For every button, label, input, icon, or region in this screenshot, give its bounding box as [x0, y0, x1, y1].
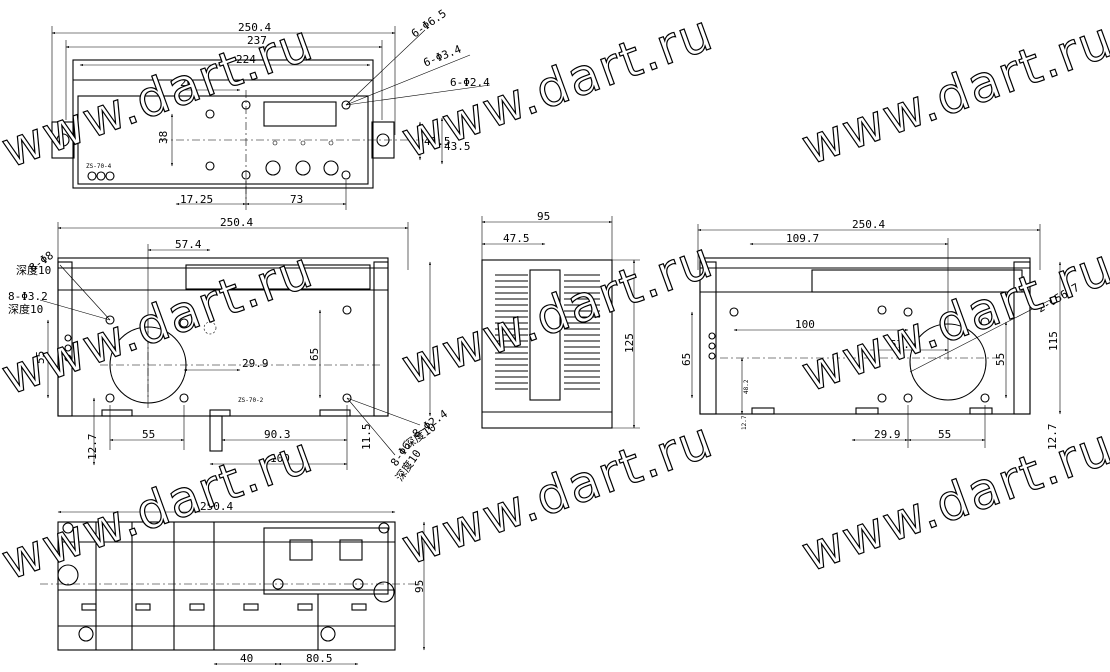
- bottom-view: 250.4 95 40 80.5: [40, 500, 426, 666]
- side-vent-hatch-left: [495, 274, 528, 390]
- dim-bottom-40: 40: [240, 652, 253, 665]
- watermarks: www.dart.ru www.dart.ru www.dart.ru www.…: [0, 2, 1110, 591]
- dim-top-width-mid: 237: [247, 34, 267, 47]
- watermark-9: www.dart.ru: [794, 417, 1110, 583]
- dim-bottom-width-overall: 250.4: [200, 500, 233, 513]
- dim-rear-bottom-55: 55: [938, 428, 951, 441]
- side-vent-hatch-right: [564, 274, 600, 390]
- top-hole-callout-3: 6-Φ2.4: [450, 76, 490, 89]
- dim-front-bottom-100: 100: [270, 452, 290, 465]
- dim-rear-height-115: 115: [1047, 331, 1060, 351]
- dim-rear-left-12-7: 12.7: [741, 415, 748, 430]
- watermark-6: www.dart.ru: [794, 237, 1110, 403]
- dim-side-width-half: 47.5: [503, 232, 530, 245]
- dim-side-width: 95: [537, 210, 550, 223]
- front-hole-callout-2: 8-Φ3.2: [8, 290, 48, 303]
- dim-front-height-65: 65: [308, 348, 321, 361]
- front-model-label: ZS-70-2: [238, 397, 264, 404]
- watermark-7: www.dart.ru: [0, 425, 321, 591]
- dim-front-bottom-90-3: 90.3: [264, 428, 291, 441]
- dim-top-left-offset: 20: [180, 76, 193, 89]
- side-view: 95 47.5: [481, 210, 640, 429]
- dim-side-height: 125: [623, 333, 636, 353]
- top-model-label: ZS-70-4: [86, 163, 112, 170]
- front-depth-1: 深度10: [16, 263, 51, 277]
- watermark-5: www.dart.ru: [394, 230, 721, 396]
- dim-front-left-12-7: 12.7: [86, 434, 99, 461]
- rear-view: 250.4 109.7 100 57. 2-Φ56.7: [680, 218, 1082, 450]
- watermark-3: www.dart.ru: [794, 10, 1110, 176]
- top-hole-callout-2: 6-Φ3.4: [421, 42, 463, 69]
- dim-rear-width-overall: 250.4: [852, 218, 885, 231]
- dim-top-right-b: 43.5: [444, 140, 471, 153]
- dim-front-offset-top: 57.4: [175, 238, 202, 251]
- dim-top-bottom-left: 17.25: [180, 193, 213, 206]
- front-depth-2: 深度10: [8, 302, 43, 316]
- dim-rear-height-55: 55: [994, 353, 1007, 366]
- dim-top-width-overall: 250.4: [238, 21, 271, 34]
- dim-bottom-80-5: 80.5: [306, 652, 333, 665]
- dim-rear-height-65: 65: [680, 353, 693, 366]
- dim-top-height-38: 38: [157, 131, 170, 144]
- dim-rear-offset-top: 109.7: [786, 232, 819, 245]
- dim-top-bottom-mid: 73: [290, 193, 303, 206]
- dim-front-left-height: 55: [34, 351, 47, 364]
- dim-front-width-overall: 250.4: [220, 216, 253, 229]
- dim-front-bottom-55: 55: [142, 428, 155, 441]
- watermark-8: www.dart.ru: [394, 410, 721, 576]
- dim-rear-radius-57: 57.: [890, 338, 910, 351]
- dim-rear-right-12-7: 12.7: [1046, 424, 1059, 451]
- dim-rear-width-100: 100: [795, 318, 815, 331]
- front-view: 250.4 57.4 ZS-70-2 29.9: [8, 216, 450, 484]
- dim-top-right-a: 41.5: [424, 135, 451, 148]
- dim-rear-height-48-2: 48.2: [743, 379, 750, 394]
- dim-rear-bottom-29-9: 29.9: [874, 428, 901, 441]
- dim-front-center-offset: 29.9: [242, 357, 269, 370]
- top-hole-callout-1: 6-Φ6.5: [409, 7, 449, 40]
- dim-front-bottom-11-5: 11.5: [360, 424, 373, 451]
- dim-bottom-height: 95: [413, 580, 426, 593]
- watermark-2: www.dart.ru: [394, 3, 721, 169]
